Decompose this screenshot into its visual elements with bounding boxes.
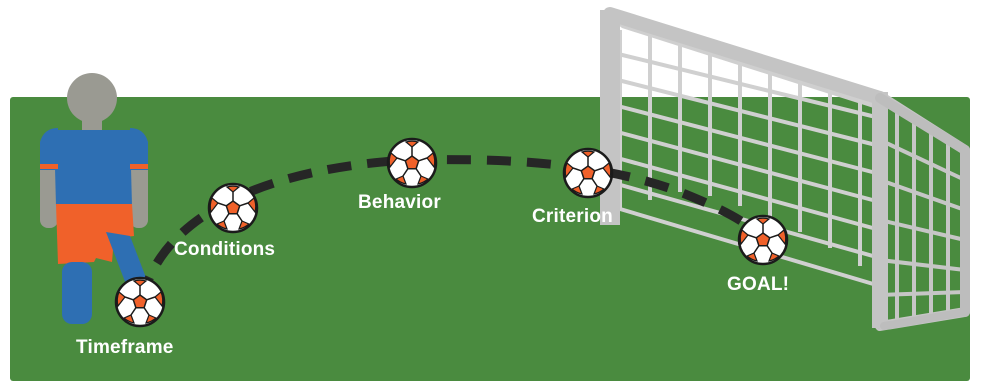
step-label-timeframe: Timeframe bbox=[76, 337, 174, 358]
soccer-ball-icon bbox=[737, 214, 789, 266]
step-label-conditions: Conditions bbox=[174, 239, 276, 260]
step-label-goal: GOAL! bbox=[727, 274, 790, 295]
goal-net-icon bbox=[600, 7, 970, 331]
soccer-field bbox=[10, 97, 970, 381]
step-label-behavior: Behavior bbox=[358, 192, 441, 213]
soccer-ball-icon bbox=[207, 182, 259, 234]
soccer-ball-icon bbox=[386, 137, 438, 189]
soccer-ball-icon bbox=[114, 276, 166, 328]
player-figure-icon bbox=[40, 73, 150, 324]
step-label-criterion: Criterion bbox=[532, 206, 613, 227]
soccer-ball-icon bbox=[562, 147, 614, 199]
